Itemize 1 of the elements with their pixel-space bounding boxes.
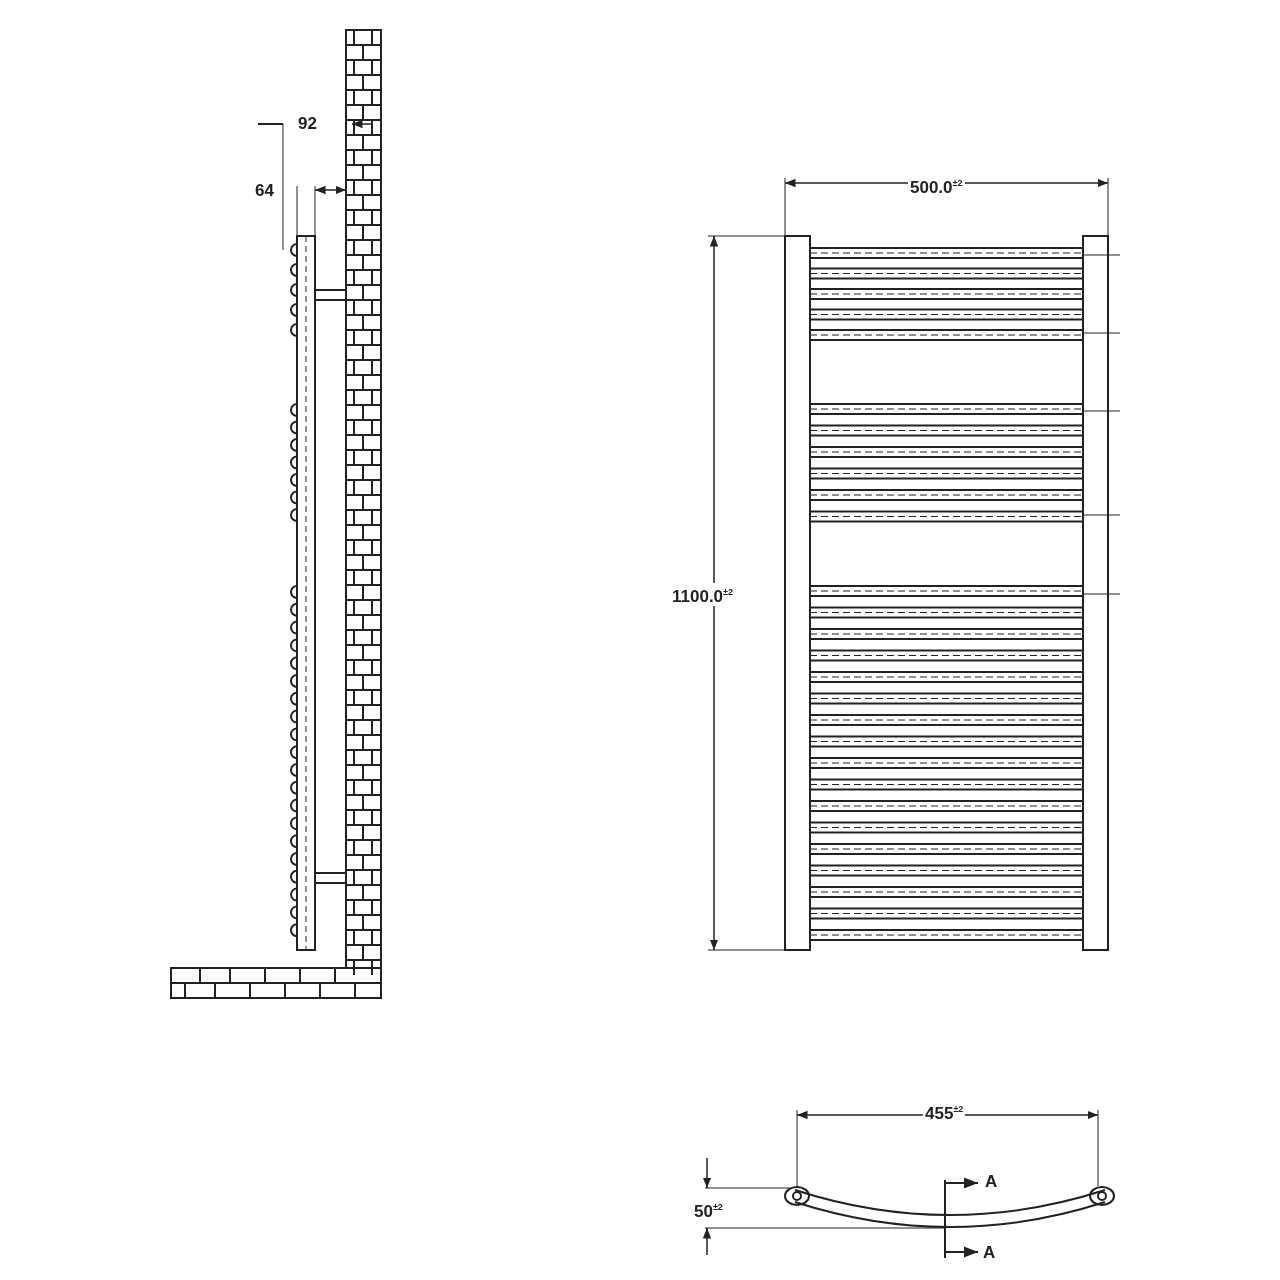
dimension-label: 1100.0$^{±2}$	[670, 583, 735, 606]
